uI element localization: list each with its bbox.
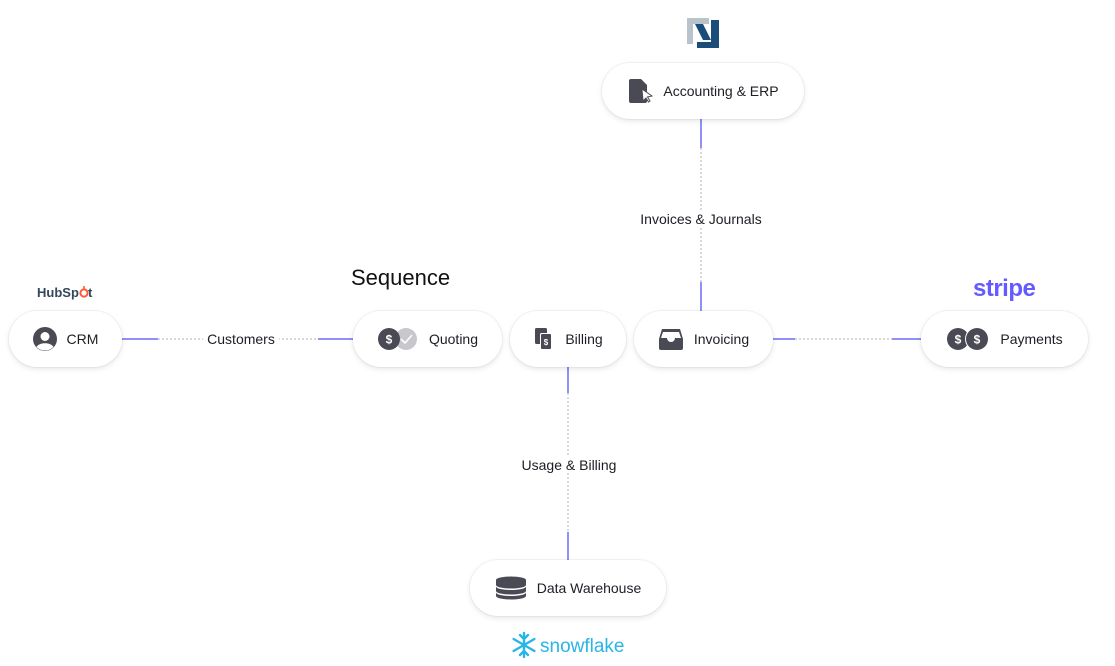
- dollar-coins-icon: $ $: [946, 327, 990, 351]
- quoting-label: Quoting: [428, 331, 479, 347]
- invoicing-label: Invoicing: [693, 331, 750, 347]
- crm-label: CRM: [66, 331, 99, 347]
- billing-node[interactable]: $ Billing: [510, 311, 626, 367]
- svg-text:snowflake: snowflake: [540, 636, 625, 657]
- stripe-logo: stripe: [973, 274, 1037, 309]
- invoices-journals-edge-label: Invoices & Journals: [636, 211, 766, 227]
- data-warehouse-label: Data Warehouse: [536, 580, 642, 596]
- svg-text:$: $: [544, 338, 549, 347]
- inbox-tray-icon: [658, 327, 684, 351]
- user-avatar-icon: [32, 327, 57, 351]
- quoting-node[interactable]: $ Quoting: [353, 311, 502, 367]
- usage-billing-edge-label: Usage & Billing: [517, 457, 621, 473]
- netsuite-logo: [687, 16, 719, 53]
- snowflake-logo: snowflake: [510, 631, 630, 666]
- accounting-erp-label: Accounting & ERP: [663, 83, 779, 99]
- invoicing-node[interactable]: Invoicing: [634, 311, 773, 367]
- data-warehouse-node[interactable]: Data Warehouse: [470, 560, 666, 616]
- hubspot-logo: HubSp t: [37, 284, 95, 305]
- document-cursor-icon: [627, 78, 654, 104]
- sequence-title: Sequence: [351, 265, 451, 290]
- payments-label: Payments: [1000, 331, 1063, 347]
- svg-text:$: $: [974, 333, 981, 347]
- svg-text:stripe: stripe: [973, 275, 1036, 302]
- dollar-check-icon: $: [377, 327, 419, 351]
- svg-text:$: $: [955, 333, 962, 347]
- svg-text:HubSp: HubSp: [37, 285, 79, 300]
- accounting-erp-node[interactable]: Accounting & ERP: [602, 63, 804, 119]
- customers-edge-label: Customers: [203, 331, 279, 347]
- billing-label: Billing: [565, 331, 603, 347]
- billing-documents-icon: $: [533, 327, 555, 351]
- crm-node[interactable]: CRM: [9, 311, 122, 367]
- payments-node[interactable]: $ $ Payments: [921, 311, 1088, 367]
- svg-text:t: t: [88, 285, 93, 300]
- database-icon: [495, 576, 527, 600]
- svg-text:$: $: [386, 333, 393, 347]
